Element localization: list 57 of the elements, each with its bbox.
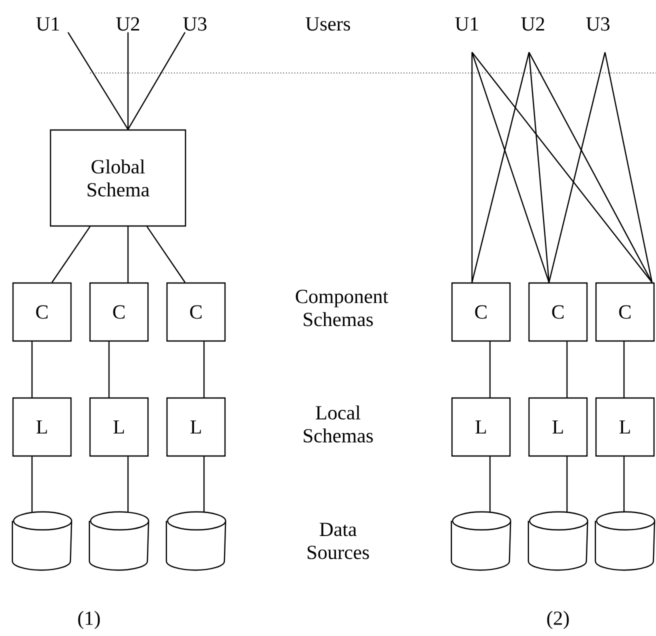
database-cylinder bbox=[88, 511, 150, 571]
connector-line bbox=[52, 226, 90, 283]
connector-line bbox=[31, 456, 33, 512]
connector-line bbox=[471, 52, 530, 283]
connector-line bbox=[472, 52, 652, 283]
schema-box: L bbox=[166, 397, 226, 457]
connector-line bbox=[203, 342, 205, 398]
database-cylinder bbox=[166, 511, 226, 571]
user-label: U1 bbox=[36, 17, 60, 31]
connector-line bbox=[489, 456, 491, 512]
connector-line bbox=[566, 342, 568, 398]
connector-line bbox=[623, 456, 625, 512]
connector-line bbox=[566, 456, 568, 512]
level-label: Users bbox=[306, 17, 350, 31]
schema-box: L bbox=[595, 397, 655, 457]
user-label: U2 bbox=[116, 17, 140, 31]
database-cylinder bbox=[528, 511, 588, 571]
connector-line bbox=[127, 456, 129, 512]
level-label: (1) bbox=[78, 610, 100, 630]
connector-line bbox=[31, 342, 33, 398]
level-label: (2) bbox=[547, 610, 569, 630]
level-label: Component Schemas bbox=[296, 290, 388, 326]
level-label: Local Schemas bbox=[304, 405, 373, 443]
connector-line bbox=[127, 32, 129, 130]
connector-line bbox=[623, 342, 625, 398]
connector-line bbox=[471, 52, 550, 283]
schema-box: C bbox=[89, 282, 149, 342]
user-label: U3 bbox=[183, 17, 206, 31]
schema-box: C bbox=[166, 282, 226, 342]
schema-box: C bbox=[528, 282, 588, 342]
schema-box: C bbox=[12, 282, 72, 342]
connector-line bbox=[471, 52, 473, 282]
connector-line bbox=[127, 32, 186, 130]
schema-box: L bbox=[528, 397, 588, 457]
user-label: U3 bbox=[586, 17, 610, 31]
schema-box: L bbox=[12, 397, 72, 457]
database-cylinder bbox=[594, 511, 656, 571]
schema-box: L bbox=[451, 397, 511, 457]
schema-box: Global Schema bbox=[50, 129, 186, 227]
schema-box: C bbox=[451, 282, 511, 342]
connector-line bbox=[146, 226, 186, 283]
connector-line bbox=[127, 226, 129, 282]
user-label: U2 bbox=[521, 17, 544, 31]
level-label: Data Sources bbox=[308, 522, 369, 560]
connector-line bbox=[108, 342, 110, 398]
connector-line bbox=[489, 342, 491, 398]
database-cylinder bbox=[450, 511, 512, 571]
connector-line bbox=[68, 32, 129, 130]
database-cylinder bbox=[12, 511, 72, 571]
schema-box: L bbox=[89, 397, 149, 457]
schema-box: C bbox=[595, 282, 655, 342]
connector-line bbox=[528, 52, 550, 282]
connector-line bbox=[548, 52, 606, 283]
connector-line bbox=[203, 456, 205, 512]
connector-line bbox=[604, 52, 653, 283]
user-label: U1 bbox=[455, 17, 478, 31]
connector-line bbox=[528, 52, 653, 283]
